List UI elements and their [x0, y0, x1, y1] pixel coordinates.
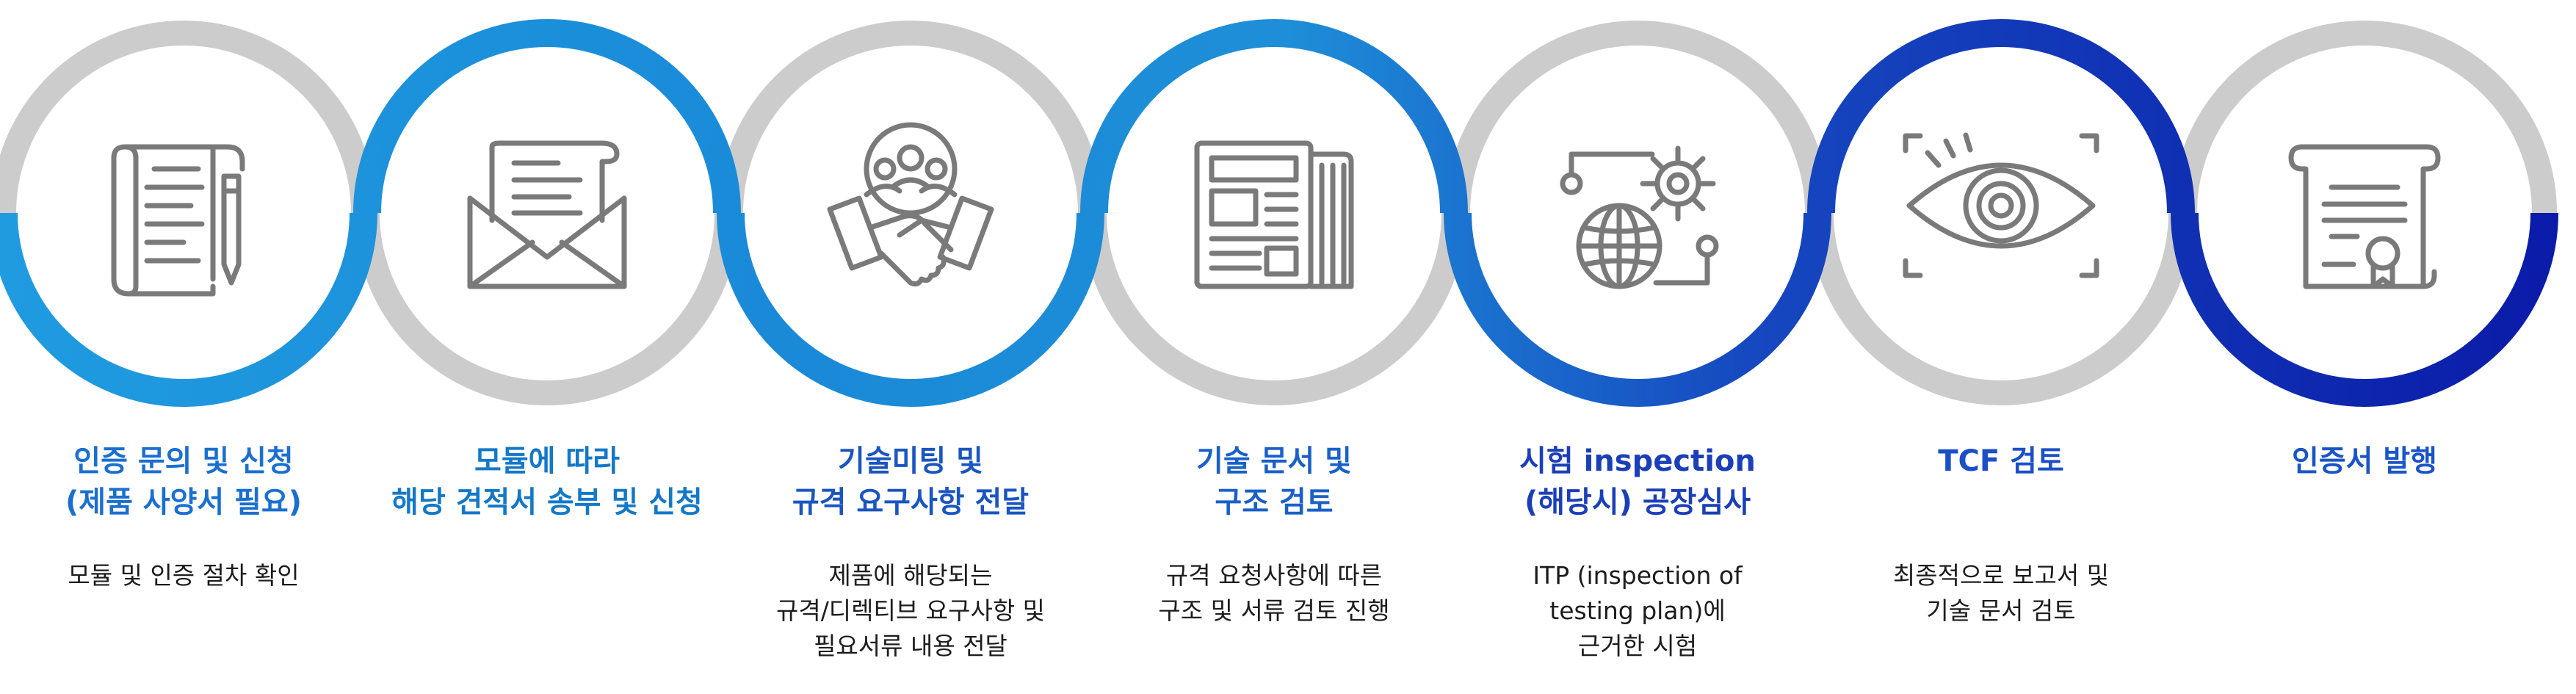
step-2: 모듈에 따라 해당 견적서 송부 및 신청 [371, 441, 723, 523]
step-5: 시험 inspection (해당시) 공장심사 ITP (inspection… [1461, 441, 1814, 660]
wave-arc-1 [0, 212, 377, 407]
eye-scan-icon [1903, 132, 2099, 278]
step-2-title: 모듈에 따라 해당 견적서 송부 및 신청 [391, 444, 703, 519]
gray-rings [0, 21, 2557, 405]
wave-arc-2 [353, 19, 741, 214]
wave-arc-5 [1444, 212, 1831, 407]
step-1-title: 인증 문의 및 신청 (제품 사양서 필요) [65, 444, 302, 519]
newspaper-icon [1194, 140, 1354, 289]
wave-arc-3 [717, 212, 1104, 407]
wave-arc-4 [1080, 19, 1468, 214]
step-4: 기술 문서 및 구조 검토 규격 요청사항에 따른 구조 및 서류 검토 진행 [1098, 441, 1450, 625]
handshake-team-icon [827, 122, 994, 287]
step-7: 인증서 발행 [2188, 441, 2541, 482]
wave-arc-7 [2171, 212, 2558, 407]
step-6: TCF 검토 최종적으로 보고서 및 기술 문서 검토 [1825, 441, 2177, 625]
step-1-desc: 모듈 및 인증 절차 확인 [68, 561, 300, 590]
step-3: 기술미팅 및 규격 요구사항 전달 제품에 해당되는 규격/디렉티브 요구사항 … [734, 441, 1087, 660]
step-7-title: 인증서 발행 [2292, 444, 2437, 478]
document-pen-icon [111, 144, 245, 297]
certificate-scroll-icon [2288, 144, 2441, 289]
step-6-desc: 최종적으로 보고서 및 기술 문서 검토 [1892, 561, 2110, 625]
step-3-title: 기술미팅 및 규격 요구사항 전달 [792, 444, 1030, 519]
step-5-desc: ITP (inspection of testing plan)에 근거한 시험 [1533, 561, 1743, 660]
step-4-title: 기술 문서 및 구조 검토 [1196, 444, 1352, 519]
globe-gear-icon [1560, 145, 1719, 289]
blue-wave [0, 19, 2558, 407]
step-6-title: TCF 검토 [1938, 444, 2064, 478]
step-1: 인증 문의 및 신청 (제품 사양서 필요) 모듈 및 인증 절차 확인 [7, 441, 360, 590]
step-3-desc: 제품에 해당되는 규격/디렉티브 요구사항 및 필요서류 내용 전달 [775, 561, 1046, 660]
wave-arc-6 [1807, 19, 2195, 214]
envelope-letter-icon [467, 140, 627, 289]
step-4-desc: 규격 요청사항에 따른 구조 및 서류 검토 진행 [1158, 561, 1390, 625]
step-5-title: 시험 inspection (해당시) 공장심사 [1519, 444, 1756, 519]
